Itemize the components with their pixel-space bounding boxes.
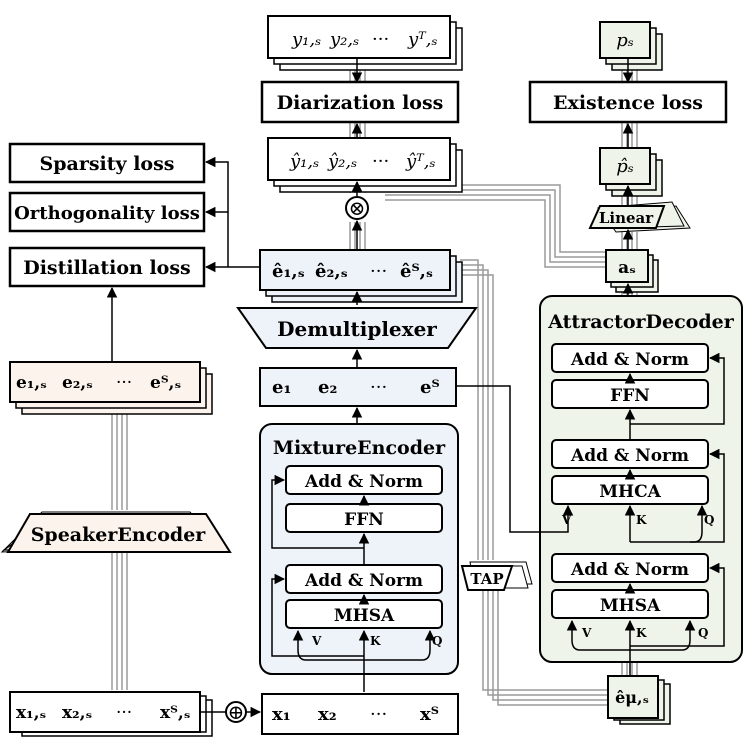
- attractor-add-norm-2: Add & Norm: [570, 446, 689, 466]
- tap-label: TAP: [470, 570, 503, 588]
- distillation-loss-box: Distillation loss: [8, 246, 206, 288]
- existence-loss-box: Existence loss: [528, 80, 728, 124]
- diarization-loss-box: Diarization loss: [260, 80, 460, 124]
- p-hat-s-box: p̂ₛ: [599, 147, 663, 197]
- x-2: x₂: [318, 704, 337, 725]
- attractor-mhca: MHCA: [599, 482, 661, 502]
- mixture-q: Q: [432, 634, 442, 648]
- x-1: x₁: [272, 704, 291, 725]
- orthogonality-loss-box: Orthogonality loss: [8, 191, 206, 233]
- x-s-1: x₁,ₛ: [16, 703, 46, 723]
- e-hat-s-sequence: ê₁,ₛ ê₂,ₛ ··· êᵀ,ₛ: [259, 249, 463, 303]
- sparsity-loss-label: Sparsity loss: [40, 153, 175, 175]
- e-t-ellipsis: ···: [370, 377, 387, 398]
- x-s-2: x₂,ₛ: [62, 703, 92, 723]
- e-s-2: e₂,ₛ: [62, 373, 93, 393]
- y-sequence: y₁,ₛ y₂,ₛ ··· yᵀ,ₛ: [267, 15, 463, 71]
- x-ellipsis: ···: [370, 704, 387, 725]
- attractor-mhca-v: V: [561, 513, 572, 527]
- e-hat-s-2: ê₂,ₛ: [315, 261, 348, 282]
- e-s-sequence: e₁,ₛ e₂,ₛ ··· eᵀ,ₛ: [9, 361, 213, 415]
- e-mu-s-label: êμ,ₛ: [615, 688, 649, 707]
- p-hat-s-label: p̂ₛ: [616, 156, 634, 177]
- existence-loss-label: Existence loss: [553, 92, 703, 114]
- add-operator: ⊕: [225, 700, 247, 724]
- mixture-k: K: [370, 634, 381, 648]
- y-hat-1: ŷ₁,ₛ: [289, 151, 319, 172]
- mixture-encoder: MixtureEncoder Add & Norm FFN Add & Norm…: [259, 423, 459, 692]
- speaker-encoder-label: SpeakerEncoder: [31, 524, 207, 546]
- e-hat-s-1: ê₁,ₛ: [272, 261, 305, 282]
- linear-layer: Linear: [588, 201, 691, 233]
- e-s-1: e₁,ₛ: [16, 373, 47, 393]
- add-symbol: ⊕: [228, 700, 245, 724]
- x-t: xᵀ: [420, 704, 439, 725]
- linear-label: Linear: [599, 209, 654, 227]
- mixture-v: V: [311, 634, 322, 648]
- y-ellipsis: ···: [372, 29, 389, 50]
- y-hat-sequence: ŷ₁,ₛ ŷ₂,ₛ ··· ŷᵀ,ₛ: [267, 137, 463, 193]
- x-s-sequence: x₁,ₛ x₂,ₛ ··· xᵀ,ₛ: [9, 691, 213, 737]
- attractor-mhsa-k: K: [636, 626, 647, 640]
- demultiplexer: Demultiplexer: [236, 307, 478, 349]
- attractor-mhca-k: K: [636, 513, 647, 527]
- x-s-t: xᵀ,ₛ: [160, 703, 191, 723]
- mixture-ffn: FFN: [344, 510, 384, 530]
- multiply-symbol: ⊗: [349, 196, 366, 220]
- e-t-2: e₂: [318, 377, 337, 398]
- attractor-ffn: FFN: [610, 386, 650, 406]
- e-hat-s-t: êᵀ,ₛ: [400, 261, 433, 282]
- mixture-add-norm-top: Add & Norm: [304, 472, 423, 492]
- e-mu-s-box: êμ,ₛ: [607, 675, 671, 725]
- attractor-add-norm-1: Add & Norm: [570, 350, 689, 370]
- y-hat-ellipsis: ···: [372, 151, 389, 172]
- y-t: yᵀ,ₛ: [407, 29, 438, 50]
- y-2: y₂,ₛ: [329, 29, 359, 50]
- speaker-encoder: SpeakerEncoder: [0, 511, 232, 553]
- mixture-mhsa: MHSA: [334, 606, 395, 626]
- attractor-mhsa: MHSA: [600, 596, 661, 616]
- distillation-loss-label: Distillation loss: [23, 257, 191, 279]
- multiply-operator: ⊗: [345, 196, 369, 220]
- e-s-ellipsis: ···: [116, 373, 132, 393]
- y-hat-t: ŷᵀ,ₛ: [405, 151, 436, 172]
- e-t-1: e₁: [272, 377, 291, 398]
- attractor-mhca-q: Q: [704, 513, 714, 527]
- tap-block: TAP: [460, 561, 533, 591]
- diarization-loss-label: Diarization loss: [277, 92, 444, 114]
- y-1: y₁,ₛ: [291, 29, 321, 50]
- a-s-label: aₛ: [618, 258, 636, 278]
- sparsity-loss-box: Sparsity loss: [8, 142, 206, 184]
- attractor-add-norm-3: Add & Norm: [570, 560, 689, 580]
- attractor-mhsa-q: Q: [698, 626, 708, 640]
- orthogonality-loss-label: Orthogonality loss: [14, 203, 200, 224]
- attractor-mhsa-v: V: [581, 626, 592, 640]
- x-s-ellipsis: ···: [116, 703, 132, 723]
- e-hat-s-ellipsis: ···: [370, 261, 387, 282]
- mixture-encoder-label: MixtureEncoder: [273, 437, 446, 459]
- e-s-t: eᵀ,ₛ: [150, 373, 181, 393]
- attractor-decoder-label: AttractorDecoder: [547, 311, 734, 333]
- e-t-t: eᵀ: [420, 377, 440, 398]
- attractor-decoder: AttractorDecoder Add & Norm FFN Add & No…: [539, 295, 743, 675]
- x-sequence: x₁ x₂ ··· xᵀ: [261, 693, 459, 735]
- p-s-box: pₛ: [599, 21, 663, 71]
- y-hat-2: ŷ₂,ₛ: [327, 151, 357, 172]
- e-t-sequence: e₁ e₂ ··· eᵀ: [259, 367, 457, 407]
- a-s-box: aₛ: [605, 249, 659, 293]
- demultiplexer-label: Demultiplexer: [277, 317, 437, 341]
- p-s-label: pₛ: [616, 30, 634, 51]
- mixture-add-norm-bottom: Add & Norm: [304, 571, 423, 591]
